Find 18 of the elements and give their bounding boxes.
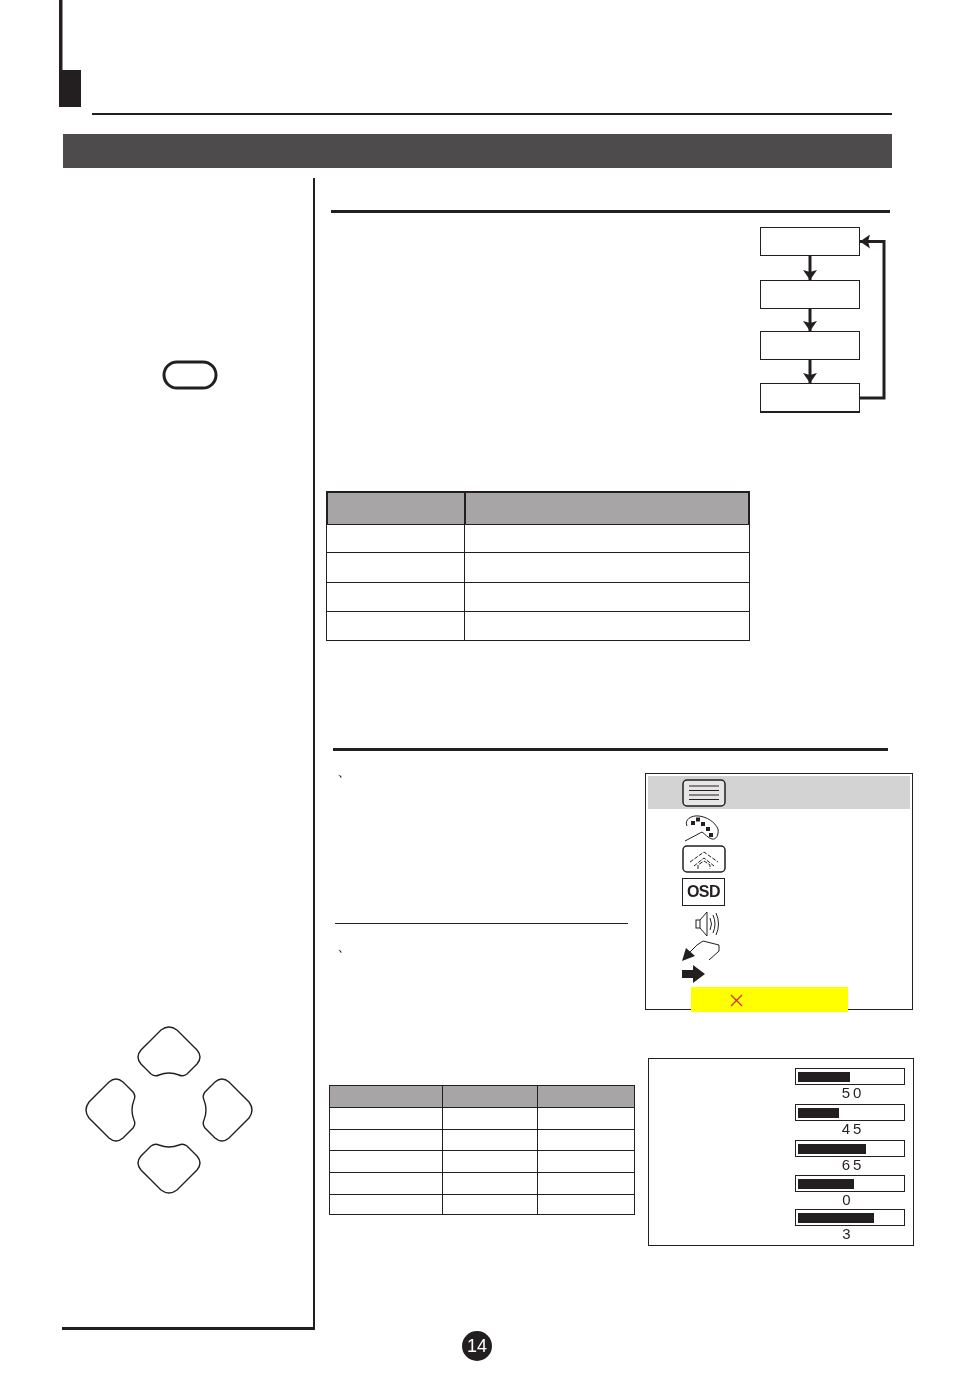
slider-value: 3: [841, 1226, 855, 1242]
flow-box: [760, 331, 860, 360]
page-number: 14: [462, 1331, 492, 1361]
arrow: [803, 360, 817, 383]
ideographic-comma: 、: [337, 937, 353, 955]
flow-box: [760, 280, 860, 309]
flow-box: [760, 383, 860, 413]
arrow: [803, 256, 817, 280]
arrow: [860, 234, 886, 400]
slider-value: 45: [840, 1121, 866, 1137]
osd-badge: OSD: [682, 878, 725, 906]
slider-value: 65: [840, 1157, 866, 1173]
flow-box: [760, 227, 860, 256]
section-banner: [63, 134, 892, 168]
slider-value: 0: [841, 1192, 855, 1208]
ideographic-comma: 、: [337, 762, 353, 780]
arrow: [803, 309, 817, 331]
slider-value: 50: [840, 1085, 866, 1101]
